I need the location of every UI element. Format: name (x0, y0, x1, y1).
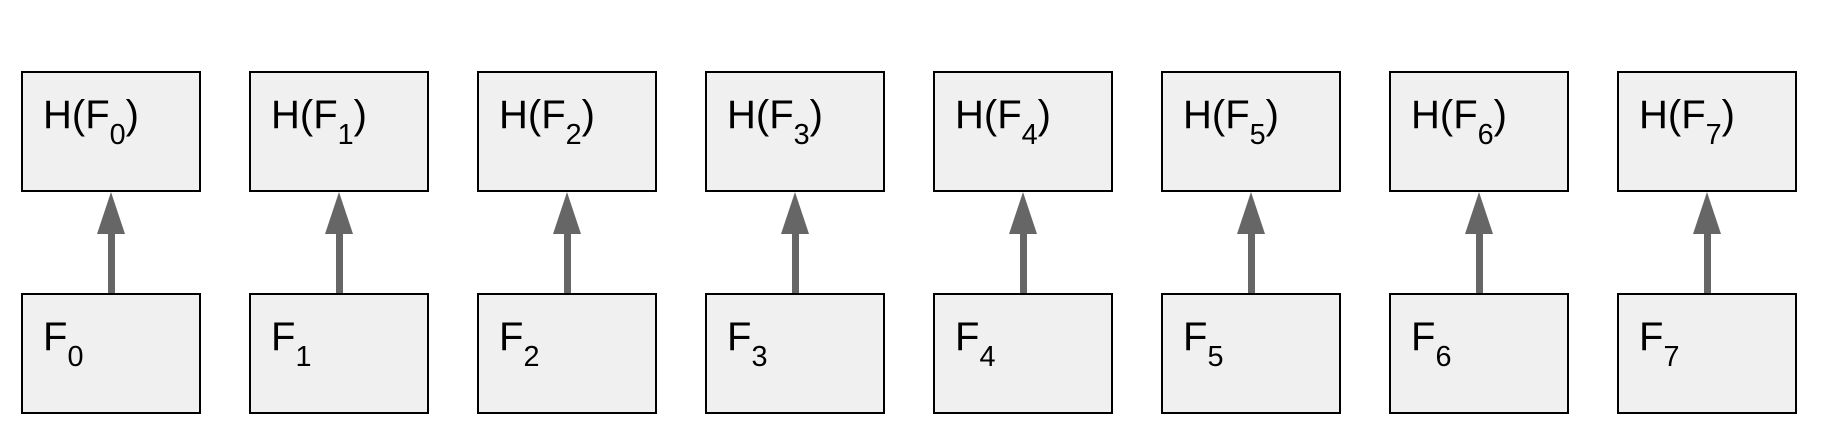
arrow-head-icon (1237, 192, 1265, 234)
arrow-line (335, 234, 343, 293)
arrow-line (1475, 234, 1483, 293)
hash-label: H(F6) (1411, 93, 1507, 151)
arrow-head-icon (553, 192, 581, 234)
arrow-line (1703, 234, 1711, 293)
file-box: F1 (249, 293, 429, 414)
arrow-head-icon (97, 192, 125, 234)
up-arrow (249, 192, 429, 293)
file-hash-pair: H(F5) F5 (1161, 71, 1341, 414)
arrow-line (563, 234, 571, 293)
file-label: F5 (1183, 315, 1224, 373)
up-arrow (705, 192, 885, 293)
arrow-line (1247, 234, 1255, 293)
file-hash-pair: H(F3) F3 (705, 71, 885, 414)
pairs-row: H(F0) F0 H(F1) F1 H(F2) F2 (21, 71, 1797, 414)
arrow-head-icon (325, 192, 353, 234)
arrow-line (1019, 234, 1027, 293)
hash-box: H(F6) (1389, 71, 1569, 192)
hash-label: H(F7) (1639, 93, 1735, 151)
file-label: F2 (499, 315, 540, 373)
file-hash-pair: H(F2) F2 (477, 71, 657, 414)
file-box: F7 (1617, 293, 1797, 414)
up-arrow (21, 192, 201, 293)
hash-label: H(F1) (271, 93, 367, 151)
up-arrow (477, 192, 657, 293)
hash-label: H(F0) (43, 93, 139, 151)
file-hash-pair: H(F1) F1 (249, 71, 429, 414)
hash-box: H(F0) (21, 71, 201, 192)
up-arrow (933, 192, 1113, 293)
file-label: F1 (271, 315, 312, 373)
hash-box: H(F3) (705, 71, 885, 192)
file-label: F4 (955, 315, 996, 373)
arrow-head-icon (1693, 192, 1721, 234)
file-box: F4 (933, 293, 1113, 414)
file-box: F6 (1389, 293, 1569, 414)
file-hash-pair: H(F6) F6 (1389, 71, 1569, 414)
hash-box: H(F7) (1617, 71, 1797, 192)
file-label: F7 (1639, 315, 1680, 373)
hash-box: H(F4) (933, 71, 1113, 192)
arrow-line (791, 234, 799, 293)
hash-box: H(F2) (477, 71, 657, 192)
file-label: F3 (727, 315, 768, 373)
hash-label: H(F3) (727, 93, 823, 151)
hash-box: H(F1) (249, 71, 429, 192)
file-hash-pair: H(F0) F0 (21, 71, 201, 414)
file-box: F5 (1161, 293, 1341, 414)
hash-box: H(F5) (1161, 71, 1341, 192)
file-label: F0 (43, 315, 84, 373)
hash-label: H(F2) (499, 93, 595, 151)
hash-label: H(F5) (1183, 93, 1279, 151)
arrow-head-icon (1465, 192, 1493, 234)
up-arrow (1389, 192, 1569, 293)
file-box: F0 (21, 293, 201, 414)
file-hash-pair: H(F7) F7 (1617, 71, 1797, 414)
hash-label: H(F4) (955, 93, 1051, 151)
file-box: F2 (477, 293, 657, 414)
file-label: F6 (1411, 315, 1452, 373)
arrow-head-icon (781, 192, 809, 234)
up-arrow (1617, 192, 1797, 293)
file-box: F3 (705, 293, 885, 414)
arrow-line (107, 234, 115, 293)
arrow-head-icon (1009, 192, 1037, 234)
up-arrow (1161, 192, 1341, 293)
file-hash-pair: H(F4) F4 (933, 71, 1113, 414)
